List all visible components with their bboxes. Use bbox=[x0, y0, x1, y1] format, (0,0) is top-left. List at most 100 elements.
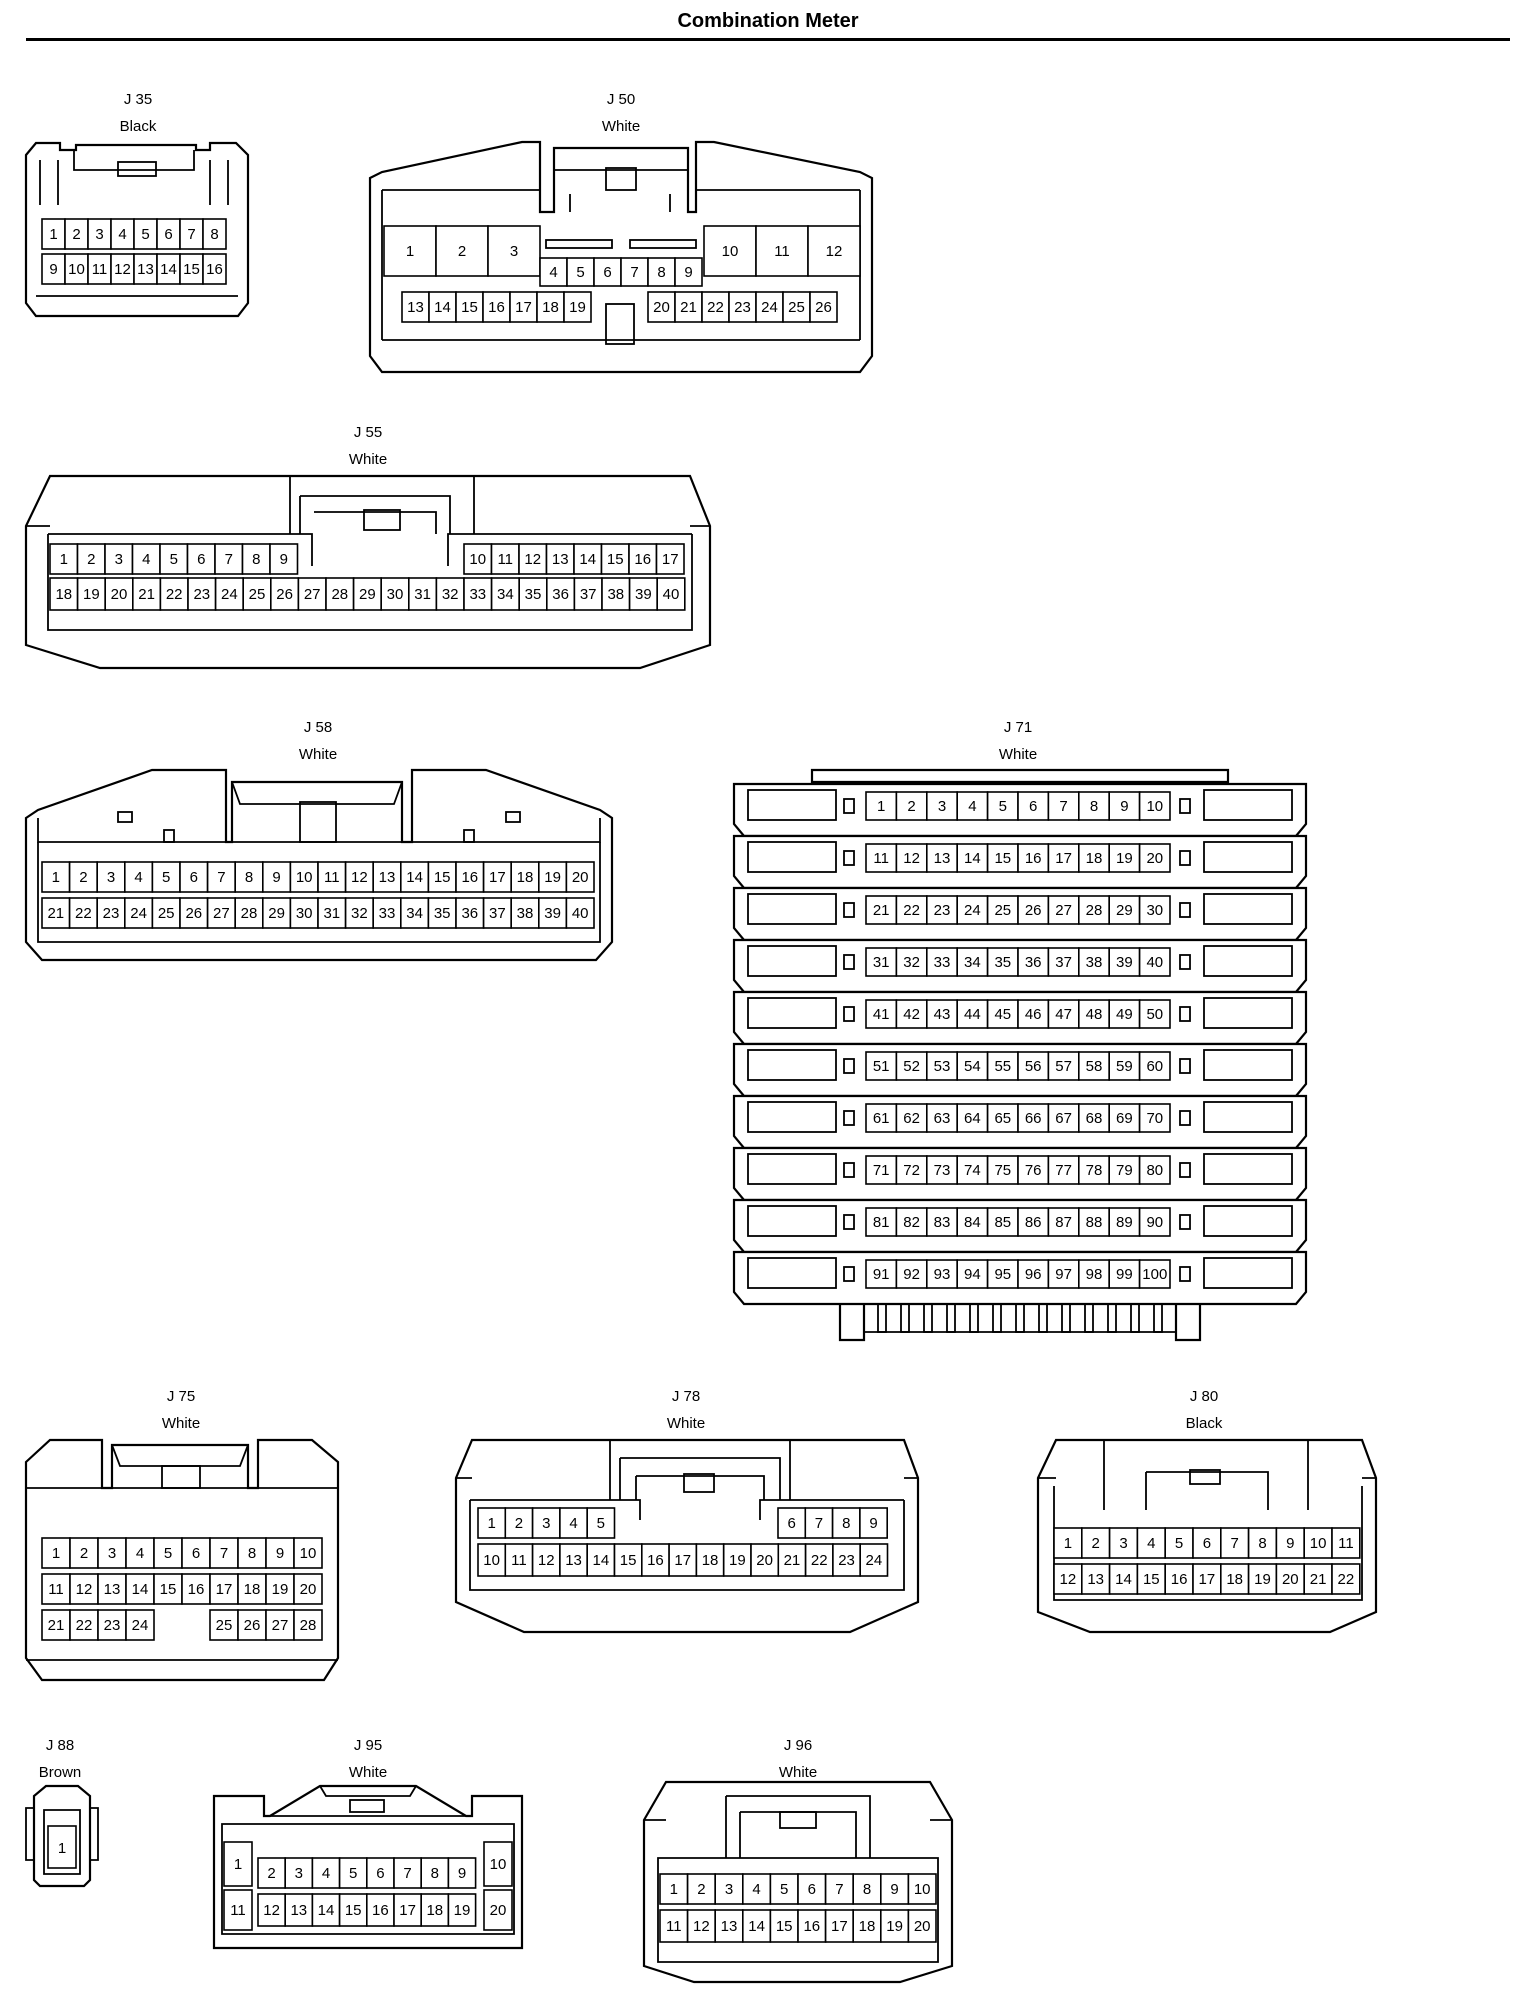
pin-number: 17 bbox=[662, 551, 679, 568]
pin-number: 9 bbox=[458, 1865, 466, 1882]
connector-color: White bbox=[602, 118, 640, 135]
pin-cell bbox=[809, 291, 838, 323]
pin-number: 80 bbox=[1146, 1162, 1163, 1179]
pin-cell bbox=[831, 1507, 861, 1539]
pin-cell bbox=[545, 577, 576, 611]
pin-cell bbox=[69, 1609, 99, 1641]
pin-number: 2 bbox=[267, 1865, 275, 1882]
pin-number: 5 bbox=[170, 551, 178, 568]
pin-cell bbox=[907, 1909, 937, 1943]
pin-number: 13 bbox=[407, 299, 424, 316]
pin-number: 32 bbox=[351, 905, 368, 922]
pin-cell bbox=[202, 253, 227, 285]
pin-cell bbox=[206, 897, 237, 929]
pin-cell bbox=[956, 1155, 989, 1185]
pin-cell bbox=[1078, 843, 1111, 873]
pin-cell bbox=[151, 861, 181, 893]
pin-number: 12 bbox=[76, 1581, 93, 1598]
pin-number: 3 bbox=[510, 243, 518, 260]
pin-number: 74 bbox=[964, 1162, 981, 1179]
pin-number: 19 bbox=[569, 299, 586, 316]
pin-number: 20 bbox=[1146, 850, 1163, 867]
pin-number: 2 bbox=[458, 243, 466, 260]
pin-cell bbox=[206, 861, 237, 893]
pin-number: 4 bbox=[968, 798, 976, 815]
pin-cell bbox=[686, 1909, 716, 1943]
pin-number: 22 bbox=[166, 586, 183, 603]
pin-cell bbox=[565, 861, 595, 893]
pin-cell bbox=[76, 577, 106, 611]
pin-cell bbox=[586, 1543, 616, 1577]
pin-number: 31 bbox=[873, 954, 890, 971]
pin-cell bbox=[956, 791, 989, 821]
pin-number: 26 bbox=[815, 299, 832, 316]
pin-number: 96 bbox=[1025, 1266, 1042, 1283]
pin-number: 40 bbox=[572, 905, 589, 922]
svg-text:1: 1 bbox=[58, 1840, 66, 1857]
pin-cell bbox=[659, 1873, 689, 1905]
pin-number: 16 bbox=[803, 1918, 820, 1935]
pin-number: 9 bbox=[49, 261, 57, 278]
connector-id: J 58 bbox=[304, 719, 332, 736]
pin-cell bbox=[490, 543, 520, 575]
connector-id: J 78 bbox=[672, 1388, 700, 1405]
pin-number: 4 bbox=[1147, 1535, 1155, 1552]
pin-number: 5 bbox=[164, 1545, 172, 1562]
pin-cell bbox=[352, 577, 383, 611]
pin-number: 6 bbox=[808, 1881, 816, 1898]
pin-cell bbox=[49, 577, 79, 611]
connector-color: White bbox=[299, 746, 337, 763]
pin-number: 10 bbox=[296, 869, 313, 886]
pin-number: 10 bbox=[300, 1545, 317, 1562]
pin-number: 26 bbox=[185, 905, 202, 922]
pin-number: 39 bbox=[544, 905, 561, 922]
pin-cell bbox=[261, 861, 292, 893]
pin-number: 61 bbox=[873, 1110, 890, 1127]
pin-cell bbox=[97, 1573, 127, 1605]
pin-cell bbox=[223, 1889, 253, 1931]
pin-cell bbox=[420, 1893, 450, 1927]
pin-number: 18 bbox=[1226, 1571, 1243, 1588]
pin-number: 8 bbox=[210, 226, 218, 243]
pin-cell bbox=[925, 999, 958, 1029]
pin-number: 11 bbox=[497, 551, 513, 568]
pin-number: 19 bbox=[729, 1552, 746, 1569]
connector-id: J 95 bbox=[354, 1737, 382, 1754]
pin-number: 83 bbox=[934, 1214, 951, 1231]
pin-cell bbox=[895, 1103, 928, 1133]
pin-cell bbox=[482, 861, 513, 893]
pin-number: 8 bbox=[657, 264, 665, 281]
pin-cell bbox=[97, 1537, 127, 1569]
pin-number: 13 bbox=[137, 261, 154, 278]
pin-number: 16 bbox=[1025, 850, 1042, 867]
pin-number: 34 bbox=[964, 954, 981, 971]
pin-number: 84 bbox=[964, 1214, 981, 1231]
pin-number: 12 bbox=[826, 243, 843, 260]
pin-number: 52 bbox=[903, 1058, 920, 1075]
pin-cell bbox=[865, 1051, 898, 1081]
pin-number: 38 bbox=[517, 905, 534, 922]
pin-number: 16 bbox=[188, 1581, 205, 1598]
pin-cell bbox=[895, 895, 928, 925]
pin-cell bbox=[925, 1103, 958, 1133]
pin-cell bbox=[601, 577, 631, 611]
pin-cell bbox=[1108, 1563, 1139, 1595]
pin-number: 14 bbox=[1115, 1571, 1132, 1588]
pin-cell bbox=[284, 1857, 314, 1889]
pin-number: 19 bbox=[1116, 850, 1133, 867]
connector-color: White bbox=[349, 1764, 387, 1781]
pin-number: 2 bbox=[80, 1545, 88, 1562]
pin-cell bbox=[859, 1507, 889, 1539]
pin-number: 36 bbox=[1025, 954, 1042, 971]
pin-cell bbox=[344, 897, 375, 929]
pin-number: 10 bbox=[914, 1881, 931, 1898]
connector-id: J 50 bbox=[607, 91, 635, 108]
pin-number: 81 bbox=[873, 1214, 890, 1231]
pin-number: 10 bbox=[469, 551, 486, 568]
pin-number: 25 bbox=[994, 902, 1011, 919]
pin-cell bbox=[879, 1909, 910, 1943]
pin-cell bbox=[234, 897, 264, 929]
